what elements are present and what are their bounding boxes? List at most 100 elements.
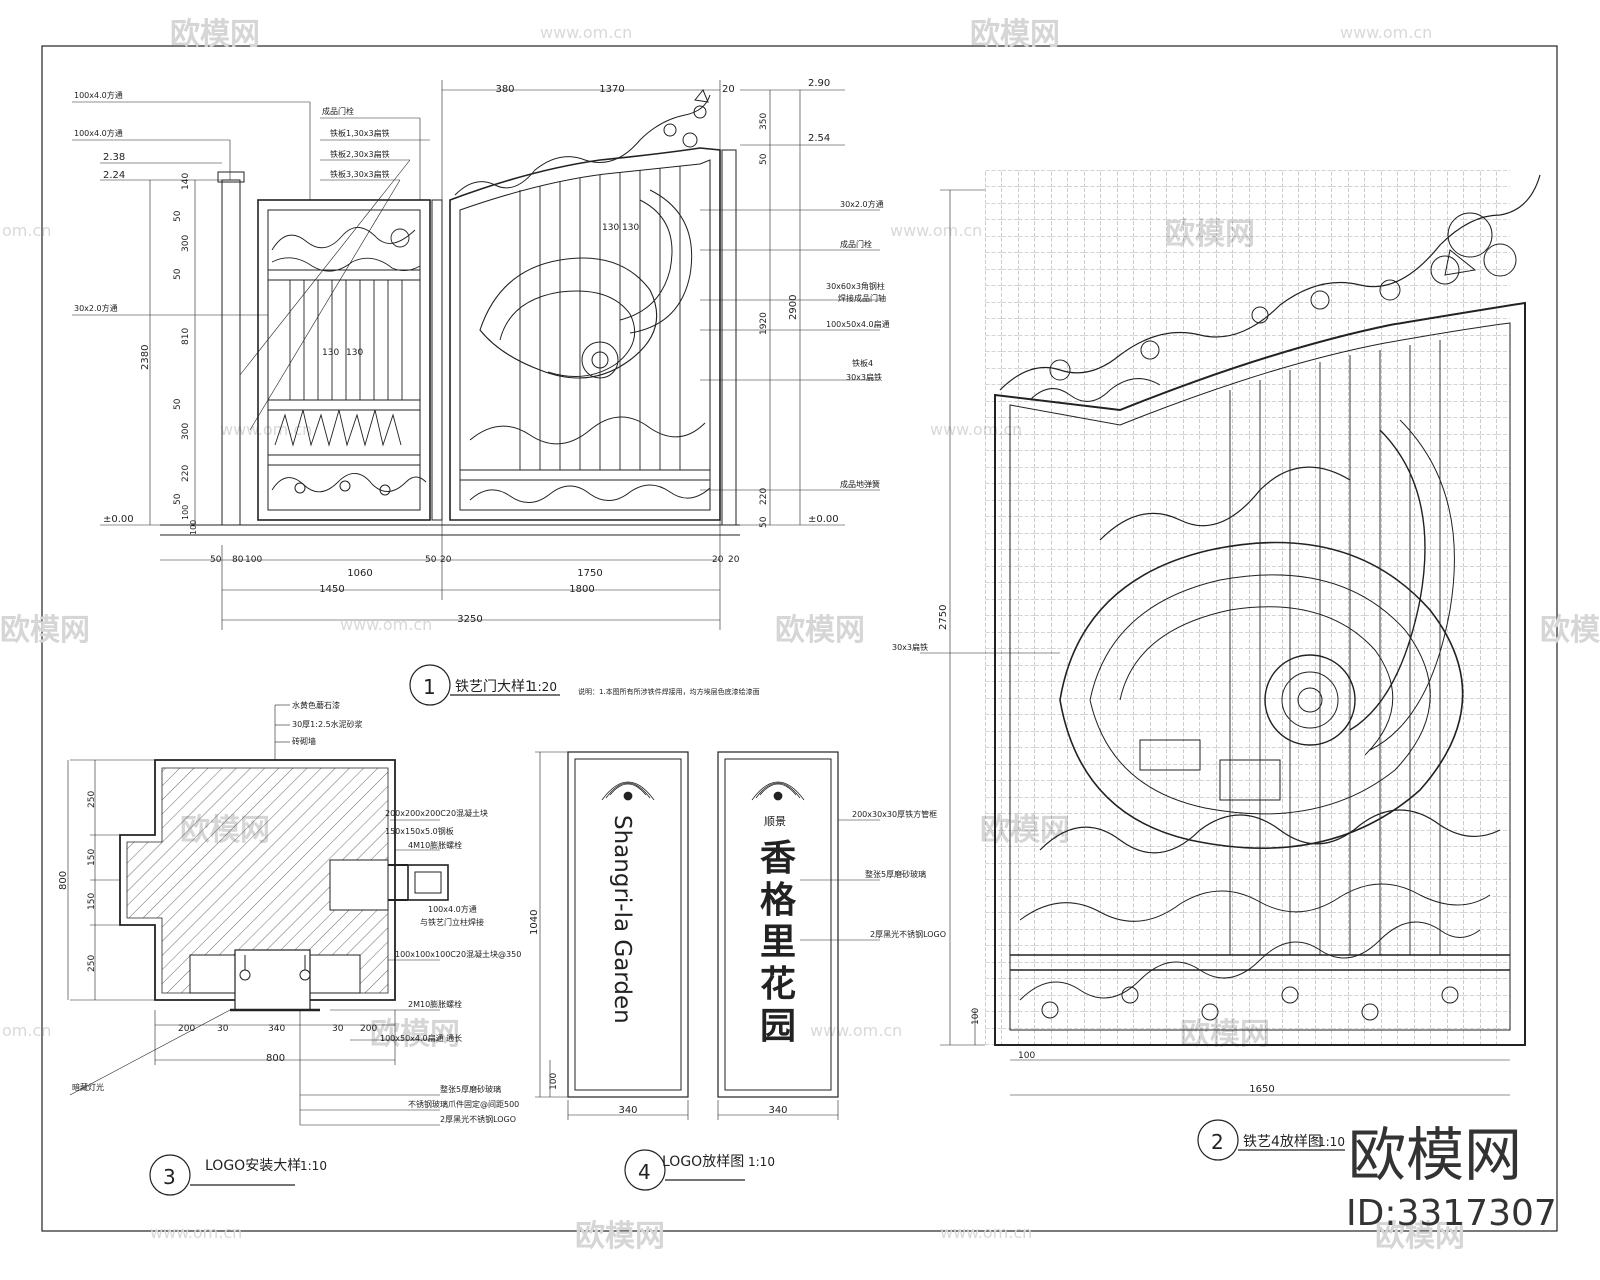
dim-text: 50 (173, 493, 183, 505)
watermark-brand: 欧模网 (775, 613, 865, 648)
dim-text: 3250 (457, 614, 482, 625)
callout-label: 水黄色蘑石漆 (292, 700, 340, 710)
drawing4-labels: Shangri-la Garden 顺景 香 格 里 花 园 1040 100 … (529, 809, 946, 1184)
watermark-domain: om.cn (2, 1021, 51, 1040)
dim-text: 50 (425, 555, 437, 565)
dim-text: 1040 (529, 910, 540, 935)
callout-label: 150x150x5.0钢板 (385, 826, 454, 836)
watermark-domain: om.cn (2, 221, 51, 240)
elevation-mark: 2.54 (808, 133, 830, 144)
dim-text: 20 (712, 555, 724, 565)
drawing3-labels: 250 150 150 250 800 200 30 340 30 200 80… (58, 700, 521, 1189)
dim-text: 150 (87, 893, 97, 910)
drawing1-scale: 1:20 (530, 680, 557, 694)
dim-text: 140 (181, 173, 191, 190)
drawing1-gate-elevation (72, 80, 880, 706)
dim-text: 340 (268, 1024, 285, 1034)
callout-label: 铁板1,30x3扁铁 (330, 128, 390, 138)
drawing4-number-badge (624, 1149, 666, 1191)
dim-text: 220 (181, 465, 191, 482)
dim-text: 250 (87, 955, 97, 972)
sign-chinese-char: 里 (760, 922, 796, 963)
drawing2-panel-layout (920, 170, 1541, 1161)
dim-text: 1650 (1249, 1084, 1274, 1095)
watermark-brand: 欧模网 (575, 1219, 665, 1254)
callout-label: 与铁艺门立柱焊接 (420, 917, 484, 927)
callout-label: 2M10膨胀螺栓 (408, 999, 462, 1009)
elevation-mark: 2.90 (808, 78, 830, 89)
callout-label: 砖砌墙 (292, 736, 316, 746)
drawing4-scale: 1:10 (748, 1155, 775, 1169)
dim-text: 1800 (569, 584, 594, 595)
dim-text: 340 (768, 1105, 787, 1116)
watermark-url: www.om.cn (220, 420, 312, 439)
dim-text: 300 (181, 235, 191, 252)
drawing2-scale: 1:10 (1318, 1135, 1345, 1149)
callout-label: 200x30x30厚铁方管框 (852, 809, 937, 819)
drawing3-logo-install (67, 704, 449, 1196)
dim-text: 2380 (140, 345, 151, 370)
callout-label: 整张5厚磨砂玻璃 (865, 869, 926, 879)
watermark-brand: 欧模网 (1540, 613, 1600, 648)
elevation-mark: ±0.00 (808, 514, 839, 525)
watermark-url: www.om.cn (540, 23, 632, 42)
drawing2-number-badge (1197, 1119, 1239, 1161)
callout-label: 30x3扁铁 (846, 372, 882, 382)
callout-label: 30x2.0方通 (74, 303, 118, 313)
dim-text: 1370 (599, 84, 624, 95)
callout-label: 铁板4 (852, 358, 873, 368)
drawing4-number: 4 (638, 1160, 651, 1184)
watermark-brand: 欧模网 (0, 613, 90, 648)
dim-text: 100 (189, 520, 198, 535)
callout-label: 成品门栓 (840, 239, 872, 249)
watermark-url: www.om.cn (890, 221, 982, 240)
dim-text: 350 (759, 113, 769, 130)
dim-text: 200 (360, 1024, 377, 1034)
dim-text: 100 (181, 505, 190, 520)
sign-chinese-char: 格 (760, 880, 797, 921)
drawing3-scale: 1:10 (300, 1159, 327, 1173)
drawing1-number: 1 (423, 675, 436, 699)
drawing1-note: 说明：1.本图所有所涉铁件焊接用，均方埃层色底漆绘漆面 (578, 687, 760, 696)
dim-text: 130 (322, 348, 339, 358)
callout-label: 100x100x100C20混凝土块@350 (395, 949, 521, 959)
callout-label: 暗藏灯光 (72, 1082, 104, 1092)
elevation-mark: ±0.00 (103, 514, 134, 525)
sign-chinese-char: 花 (760, 964, 796, 1005)
dim-text: 810 (181, 328, 191, 345)
callout-label: 2厚黑光不锈钢LOGO (440, 1114, 516, 1124)
callout-label: 30x2.0方通 (840, 199, 884, 209)
dim-text: 130 (346, 348, 363, 358)
watermark-url: www.om.cn (810, 1021, 902, 1040)
drawing4-logo-layout (535, 751, 880, 1191)
dim-text: 50 (173, 210, 183, 222)
dim-text: 130 (622, 223, 639, 233)
callout-label: 成品地弹簧 (840, 479, 880, 489)
drawing1-number-badge (409, 664, 451, 706)
dim-text: 50 (173, 398, 183, 410)
callout-label: 30厚1:2.5水泥砂浆 (292, 719, 363, 729)
callout-label: 100x4.0方通 (428, 904, 477, 914)
watermark-layer: 欧模网 www.om.cn 欧模网 www.om.cn om.cn www.om… (0, 17, 1600, 1254)
dim-text: 1920 (759, 312, 769, 335)
watermark-brand: 欧模网 (970, 17, 1060, 52)
drawing2-labels: 2750 100 100 1650 30x3扁铁 2 铁艺4放样图 1:10 (892, 605, 1345, 1154)
brand-id: ID:3317307 (1346, 1193, 1557, 1234)
drawing4-title: LOGO放样图 (662, 1154, 744, 1170)
sheet-border (41, 45, 1558, 1232)
dim-text: 20 (728, 555, 740, 565)
brand-logo: 欧模网 (1348, 1121, 1522, 1189)
dim-text: 50 (173, 268, 183, 280)
callout-label: 30x60x3角钢柱 (826, 281, 885, 291)
callout-label: 不锈钢玻璃爪件固定@间距500 (408, 1099, 519, 1109)
callout-label: 100x4.0方通 (74, 90, 123, 100)
drawing2-number: 2 (1211, 1130, 1224, 1154)
watermark-brand: 欧模网 (1375, 1219, 1465, 1254)
dim-text: 150 (87, 849, 97, 866)
drawing3-number-badge (149, 1154, 191, 1196)
dim-text: 30 (332, 1024, 344, 1034)
dim-text: 100 (1018, 1051, 1035, 1061)
dim-text: 250 (87, 791, 97, 808)
drawing3-number: 3 (163, 1165, 176, 1189)
dim-text: 800 (266, 1053, 285, 1064)
